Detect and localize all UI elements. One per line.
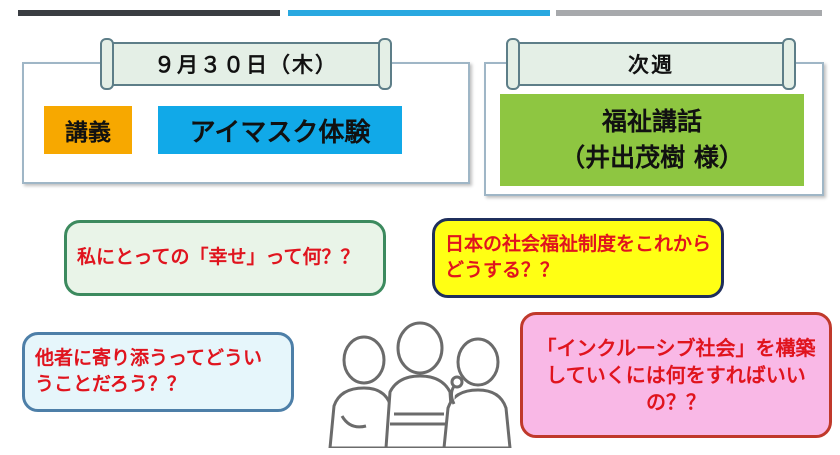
question-text-3: 他者に寄り添うってどういうことだろう？？ (35, 347, 263, 395)
next-week-banner: 次週 (506, 38, 796, 90)
next-week-box: 福祉講話 （井出茂樹 様） (500, 94, 804, 186)
question-bubble-1: 私にとっての「幸せ」って何？？ (64, 220, 386, 296)
question-text-4: 「インクルーシブ社会」を構築していくには何をすればいいの？？ (536, 335, 816, 414)
question-bubble-2: 日本の社会福祉制度をこれからどうする？？ (432, 218, 724, 298)
topic-tag: アイマスク体験 (158, 106, 402, 154)
top-bar-blue (288, 10, 550, 16)
topic-label: アイマスク体験 (189, 117, 371, 148)
date-banner: ９月３０日（木） (100, 38, 392, 90)
lecture-tag: 講義 (44, 106, 132, 154)
top-bar-gray (556, 10, 822, 16)
people-discussion-icon (328, 321, 512, 448)
next-week-speaker: （井出茂樹 様） (560, 143, 744, 172)
question-bubble-4: 「インクルーシブ社会」を構築していくには何をすればいいの？？ (520, 312, 832, 438)
date-label: ９月３０日（木） (154, 53, 338, 77)
next-week-heading: 次週 (628, 53, 674, 77)
next-week-title: 福祉講話 (601, 106, 702, 136)
question-bubble-3: 他者に寄り添うってどういうことだろう？？ (22, 332, 294, 412)
question-text-1: 私にとっての「幸せ」って何？？ (77, 246, 360, 269)
top-bar-dark (18, 10, 280, 16)
lecture-tag-label: 講義 (65, 120, 111, 146)
question-text-2: 日本の社会福祉制度をこれからどうする？？ (445, 233, 712, 281)
